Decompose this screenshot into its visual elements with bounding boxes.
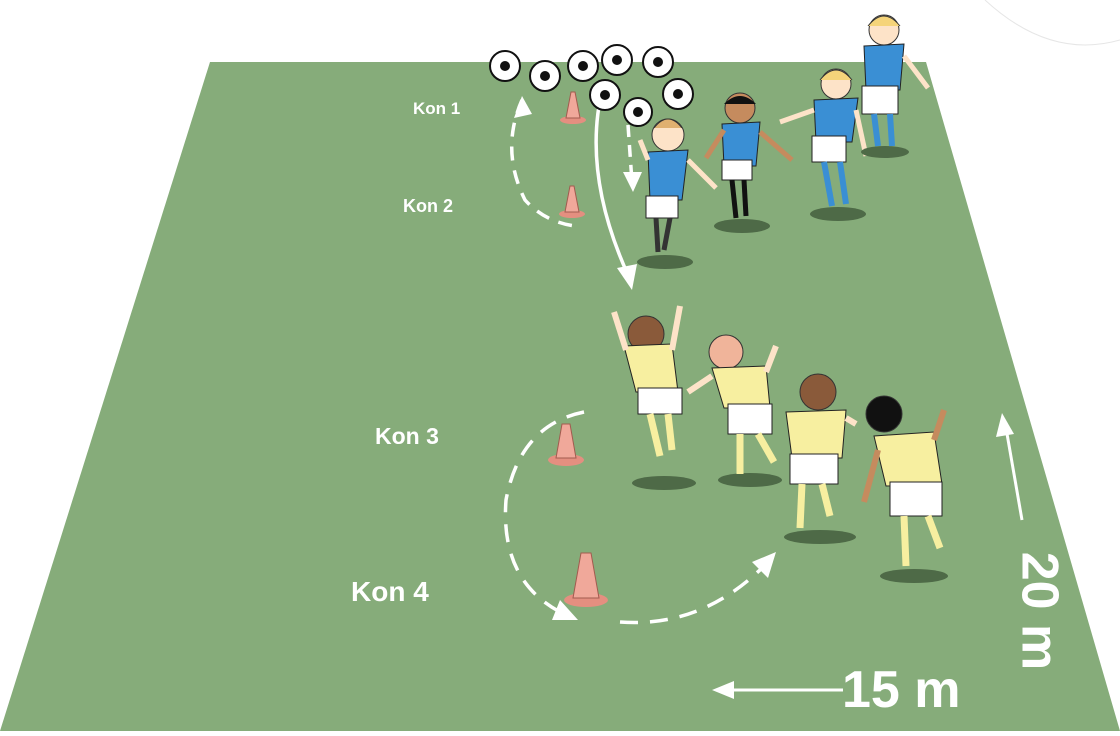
width-dimension-label: 15 m [842, 664, 961, 716]
length-dimension-label: 20 m [1013, 552, 1065, 671]
cone-4-label: Kon 4 [351, 578, 429, 606]
pitch [0, 62, 1120, 731]
decorative-arc [985, 0, 1120, 45]
cone-1-label: Kon 1 [413, 100, 460, 117]
cone-3-label: Kon 3 [375, 425, 439, 448]
cone-2-label: Kon 2 [403, 197, 453, 215]
